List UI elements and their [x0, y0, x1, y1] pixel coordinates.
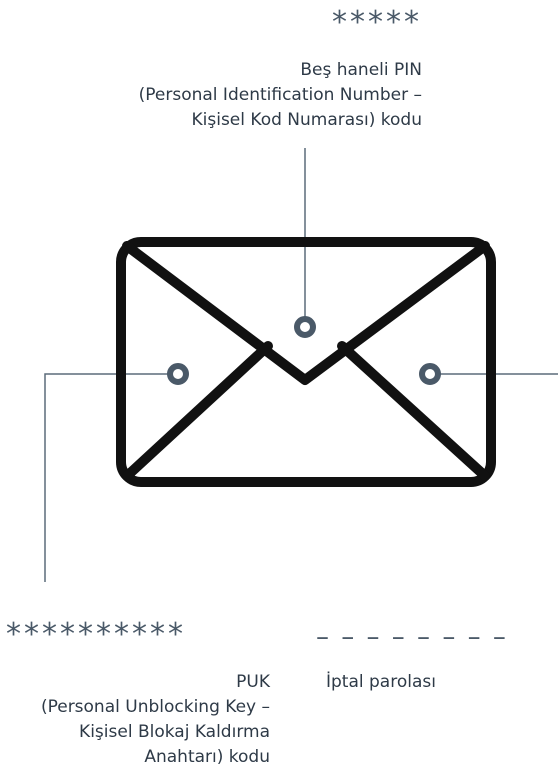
puk-label-line1: PUK — [236, 672, 270, 692]
pin-mask: ***** — [332, 5, 422, 40]
puk-label-line3: Kişisel Blokaj Kaldırma — [79, 722, 270, 742]
cancel-mask: – – – – – – – – — [316, 622, 508, 652]
puk-label-line4: Anahtarı) kodu — [144, 747, 270, 767]
puk-label: PUK (Personal Unblocking Key – Kişisel B… — [0, 670, 270, 770]
pin-label-line2: (Personal Identification Number – — [138, 85, 422, 105]
envelope-left-fold — [122, 341, 273, 481]
envelope-right-fold — [337, 341, 490, 481]
pin-marker-dot — [294, 316, 316, 338]
envelope-body — [116, 237, 496, 487]
pin-label-line1: Beş haneli PIN — [300, 60, 422, 80]
puk-mask: ********** — [6, 617, 186, 652]
cancel-marker-dot — [419, 363, 441, 385]
puk-marker-dot — [167, 363, 189, 385]
puk-connector-line — [44, 373, 170, 582]
pin-label: Beş haneli PIN (Personal Identification … — [40, 58, 422, 133]
envelope-flap — [122, 241, 490, 385]
cancel-label: İptal parolası — [326, 672, 436, 692]
pin-label-line3: Kişisel Kod Numarası) kodu — [191, 110, 423, 130]
envelope-icon — [116, 237, 496, 487]
puk-label-line2: (Personal Unblocking Key – — [40, 697, 270, 717]
